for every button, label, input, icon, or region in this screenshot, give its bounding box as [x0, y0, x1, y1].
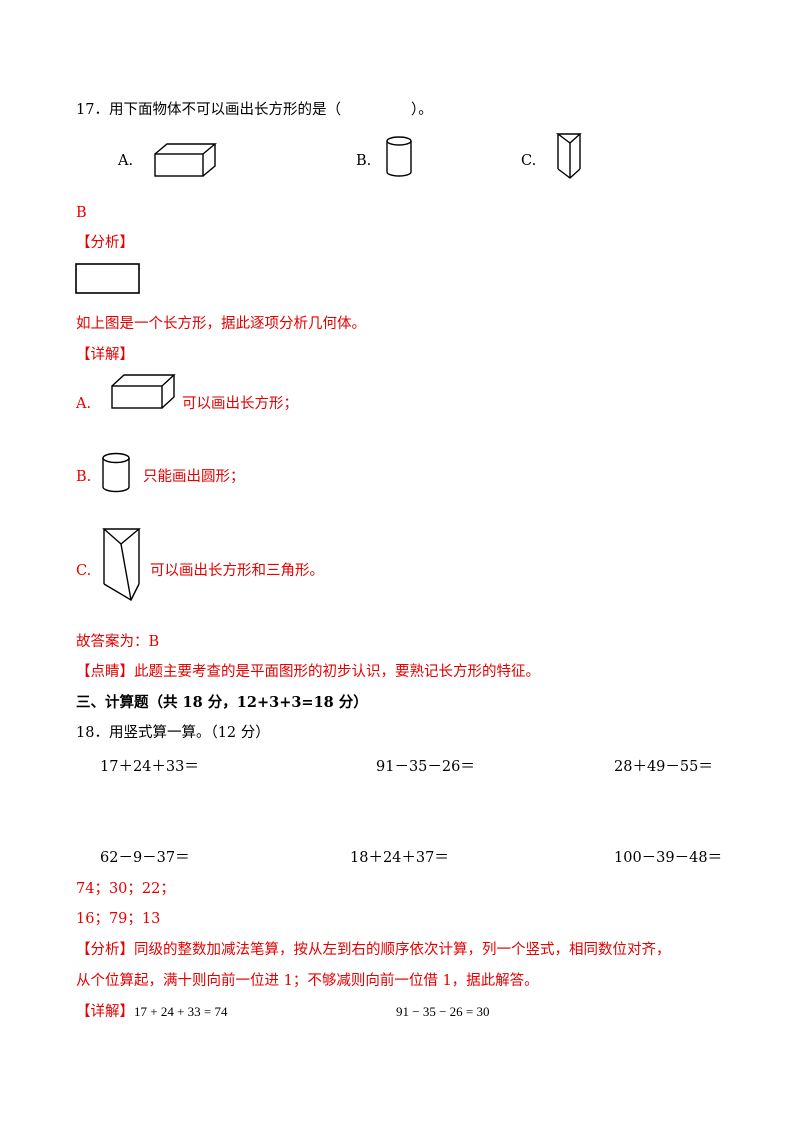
- detail-a-label: A.: [76, 396, 92, 412]
- q18-question: 18．用竖式算一算。（12 分）: [76, 725, 270, 741]
- rectangle-figure: [75, 263, 140, 294]
- triangular-prism-icon: [102, 528, 141, 601]
- q17-detail-tag: 【详解】: [76, 347, 134, 363]
- q17-answer: B: [76, 205, 87, 221]
- cylinder-icon: [102, 452, 130, 493]
- q18-expr-2: 91－35－26＝: [376, 759, 475, 775]
- detail-equation-2: 91 − 35 − 26 = 30: [396, 1004, 490, 1019]
- detail-equation-1: 17 + 24 + 33 = 74: [134, 1004, 228, 1019]
- option-a-label: A.: [118, 153, 134, 169]
- q18-analysis-line2: 从个位算起，满十则向前一位进 1；不够减则向前一位借 1，据此解答。: [76, 973, 539, 989]
- section-title: 三、计算题（共 18 分，12+3+3=18 分）: [76, 694, 368, 711]
- q18-expr-5: 18＋24＋37＝: [350, 850, 449, 866]
- analysis-tag: 【分析】: [76, 942, 134, 958]
- comment-tag: 【点睛】: [76, 664, 134, 680]
- detail-a-text: 可以画出长方形；: [182, 396, 298, 412]
- option-b-label: B.: [356, 153, 372, 169]
- comment-text: 此题主要考查的是平面图形的初步认识，要熟记长方形的特征。: [134, 664, 540, 680]
- cylinder-icon: [386, 136, 412, 177]
- q18-answers-row2: 16；79；13: [76, 911, 161, 927]
- detail-c-text: 可以画出长方形和三角形。: [150, 563, 324, 579]
- q17-comment: 【点睛】此题主要考查的是平面图形的初步认识，要熟记长方形的特征。: [76, 662, 540, 682]
- analysis-text-1: 同级的整数加减法笔算，按从左到右的顺序依次计算，列一个竖式，相同数位对齐，: [134, 942, 671, 958]
- triangular-prism-icon: [555, 133, 582, 179]
- q17-question: 17．用下面物体不可以画出长方形的是（）。: [76, 102, 433, 118]
- q18-expr-4: 62－9－37＝: [100, 850, 190, 866]
- detail-b-label: B.: [76, 469, 92, 485]
- q17-final-answer: 故答案为：B: [76, 634, 160, 650]
- q17-analysis-text: 如上图是一个长方形，据此逐项分析几何体。: [76, 316, 366, 332]
- q17-analysis-tag: 【分析】: [76, 235, 134, 251]
- q18-expr-6: 100－39－48＝: [614, 850, 723, 866]
- q18-analysis-line1: 【分析】同级的整数加减法笔算，按从左到右的顺序依次计算，列一个竖式，相同数位对齐…: [76, 940, 671, 960]
- option-c-label: C.: [521, 153, 537, 169]
- q18-expr-1: 17＋24＋33＝: [100, 759, 199, 775]
- cuboid-icon: [154, 143, 217, 177]
- q18-answers-row1: 74；30；22；: [76, 881, 175, 897]
- detail-tag: 【详解】: [76, 1004, 134, 1020]
- q18-detail: 【详解】17 + 24 + 33 = 74: [76, 1002, 228, 1022]
- detail-b-text: 只能画出圆形；: [143, 469, 245, 485]
- q18-expr-3: 28＋49－55＝: [614, 759, 713, 775]
- detail-c-label: C.: [76, 563, 92, 579]
- cuboid-icon: [111, 374, 176, 409]
